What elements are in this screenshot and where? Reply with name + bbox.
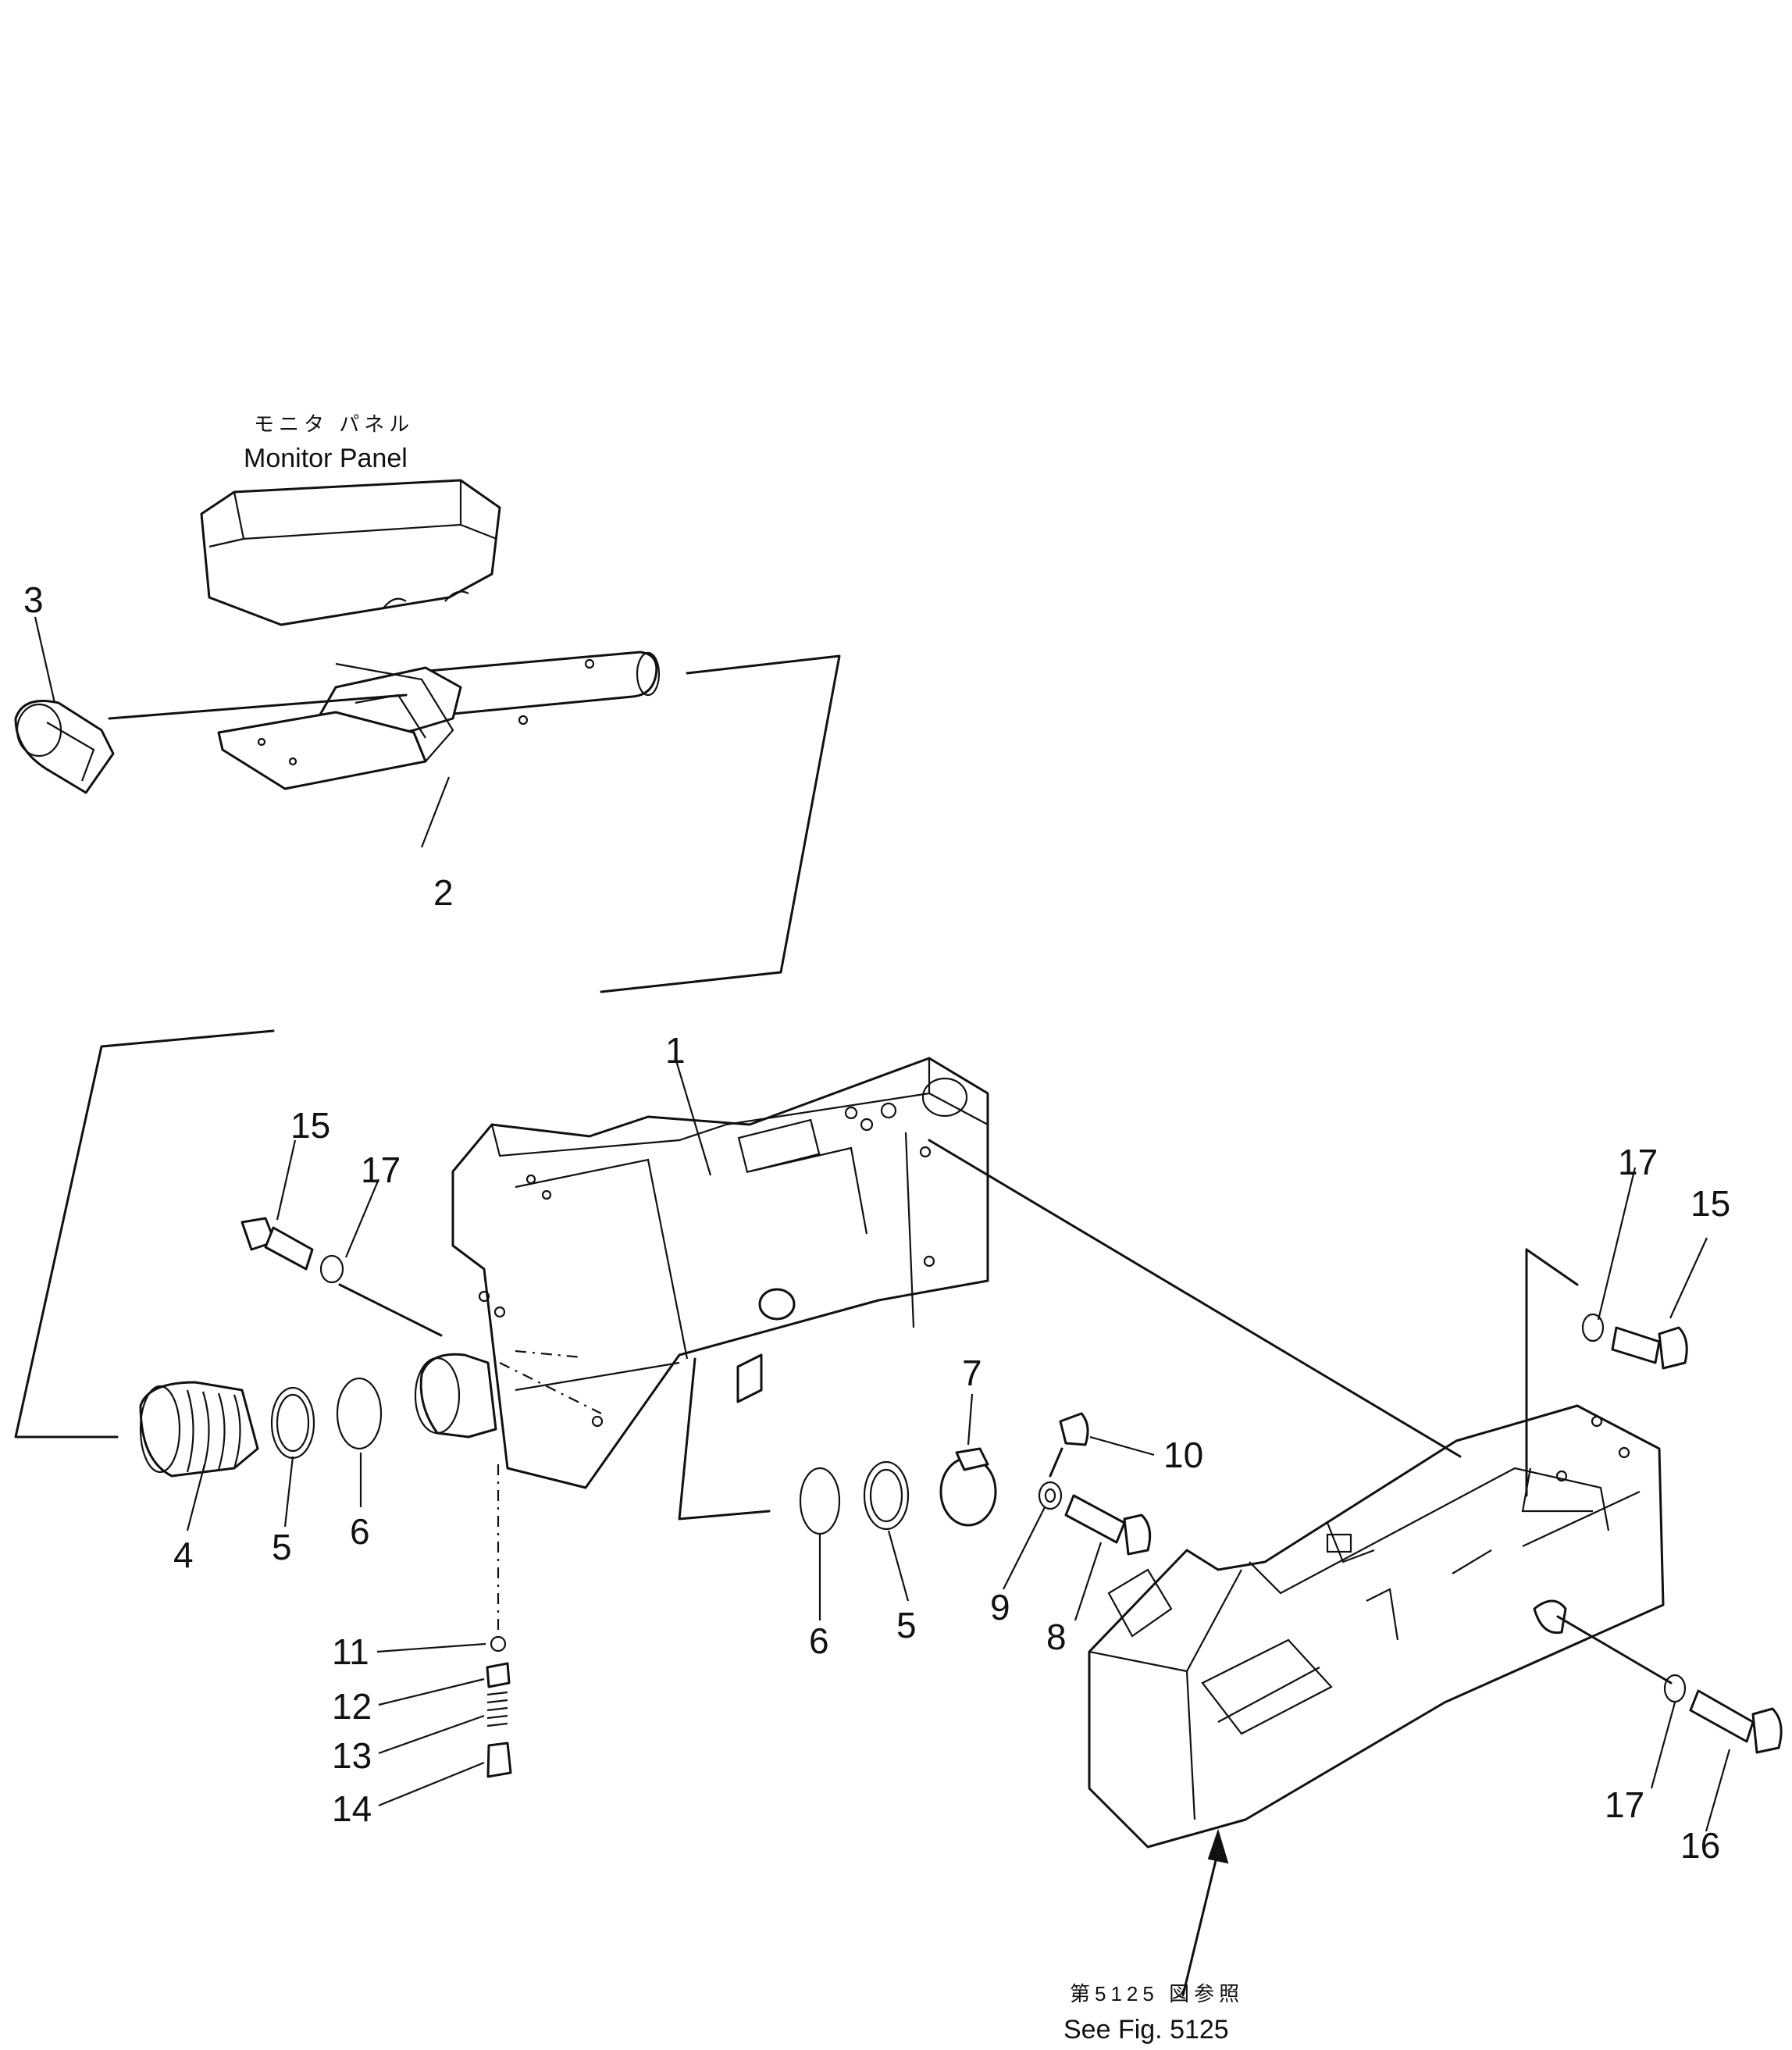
part-5b-drawing — [863, 1460, 910, 1531]
part-12-drawing — [486, 1662, 511, 1688]
part-8-drawing — [1064, 1494, 1152, 1556]
callout-7: 7 — [962, 1353, 982, 1393]
assembly-lines — [14, 654, 1673, 1685]
callout-6-left: 6 — [350, 1511, 370, 1552]
callout-17-right-top: 17 — [1618, 1142, 1658, 1182]
bolt-15b-drawing — [1611, 1326, 1688, 1370]
washer-17b-drawing — [1581, 1313, 1605, 1342]
part-2-drawing — [217, 651, 661, 790]
part-10-drawing — [1059, 1412, 1089, 1446]
monitor-panel-caption-en: Monitor Panel — [244, 444, 408, 473]
callout-3: 3 — [23, 579, 44, 620]
see-fig-caption-en: See Fig. 5125 — [1063, 2015, 1229, 2045]
callout-14: 14 — [332, 1788, 372, 1829]
part-4-drawing — [139, 1381, 259, 1478]
part-7-drawing — [939, 1447, 997, 1527]
part-5a-drawing — [270, 1386, 315, 1460]
leader-lines — [34, 616, 1731, 1997]
callout-17-left: 17 — [361, 1150, 401, 1190]
part-11-drawing — [490, 1635, 507, 1652]
monitor-panel-drawing — [200, 479, 501, 626]
bolt-16-drawing — [1689, 1689, 1783, 1754]
washer-17c-drawing — [1663, 1674, 1687, 1703]
callout-5-left: 5 — [272, 1527, 292, 1567]
part-1-drawing — [414, 1057, 989, 1489]
callout-9: 9 — [990, 1587, 1010, 1628]
callout-4: 4 — [173, 1535, 194, 1575]
monitor-panel-caption-jp: モニタ パネル — [254, 412, 415, 436]
see-fig-caption-jp: 第5125 図参照 — [1070, 1982, 1245, 2005]
callout-8: 8 — [1046, 1617, 1067, 1657]
callout-16: 16 — [1680, 1825, 1721, 1866]
part-14-drawing — [486, 1742, 512, 1778]
callout-2: 2 — [433, 872, 454, 913]
callout-12: 12 — [332, 1686, 372, 1727]
console-drawing — [1088, 1404, 1665, 1849]
callout-10: 10 — [1163, 1435, 1204, 1475]
bolt-15a-drawing — [240, 1217, 314, 1271]
callout-5-center: 5 — [896, 1605, 917, 1645]
callout-1: 1 — [665, 1030, 686, 1071]
part-6a-drawing — [336, 1377, 383, 1450]
callout-17-right-bottom: 17 — [1605, 1784, 1645, 1825]
part-9-drawing — [1038, 1481, 1063, 1510]
callout-15-right: 15 — [1690, 1183, 1731, 1224]
part-6b-drawing — [799, 1467, 841, 1535]
part-13-drawing — [486, 1691, 508, 1727]
part-3-drawing — [14, 700, 115, 794]
callout-13: 13 — [332, 1735, 372, 1776]
callout-11: 11 — [332, 1631, 369, 1672]
callout-15-left: 15 — [290, 1105, 331, 1146]
washer-17a-drawing — [319, 1254, 344, 1284]
callout-6-center: 6 — [809, 1620, 829, 1661]
